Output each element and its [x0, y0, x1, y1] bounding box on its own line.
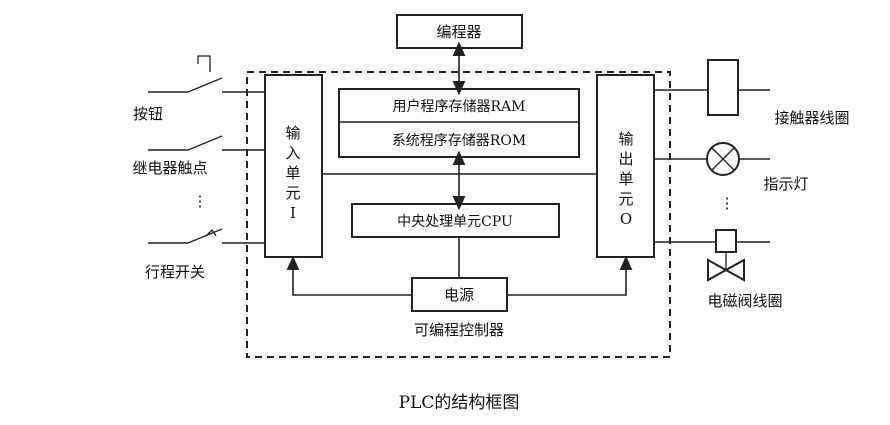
- relay-contact: [187, 135, 223, 151]
- contactor-coil-icon: [707, 59, 739, 116]
- travel-switch-contact: [187, 228, 223, 244]
- user-memory-label: 用户程序存储器RAM: [393, 98, 526, 115]
- input-unit-char-4: 元: [285, 184, 300, 202]
- output-unit-char-1: 输: [618, 130, 633, 148]
- output-ellipsis: ⋮: [720, 194, 735, 212]
- diagram-caption: PLC的结构框图: [399, 393, 520, 413]
- power-label: 电源: [444, 286, 474, 304]
- controller-boundary: [246, 71, 671, 358]
- output-indicator-label: 指示灯: [763, 175, 808, 193]
- output-unit-char-4: 元: [618, 190, 633, 208]
- travel-switch-actuator: [205, 228, 217, 237]
- memory-block: [338, 88, 580, 158]
- output-solenoid-label: 电磁阀线圈: [707, 292, 782, 310]
- input-ellipsis: ⋮: [193, 192, 208, 210]
- power-to-input: [286, 255, 412, 296]
- solenoid-coil-icon: [715, 229, 737, 253]
- output-unit-char-2: 出: [618, 150, 633, 168]
- input-button-label: 按钮: [133, 105, 163, 123]
- output-unit-block: [596, 74, 655, 258]
- input-travel-switch-label: 行程开关: [145, 263, 205, 281]
- input-unit-char-5: I: [290, 204, 296, 222]
- controller-label: 可编程控制器: [414, 321, 504, 339]
- button-contact: [187, 77, 223, 93]
- system-memory-label: 系统程序存储器ROM: [392, 133, 526, 149]
- output-unit-char-3: 单: [618, 170, 633, 188]
- output-contactor-label: 接触器线圈: [774, 109, 849, 127]
- output-unit-char-5: O: [620, 210, 632, 228]
- input-unit-block: [264, 74, 323, 258]
- input-unit-char-2: 入: [285, 144, 300, 162]
- input-relay-label: 继电器触点: [132, 159, 207, 177]
- valve-icon: [707, 258, 745, 282]
- button-actuator: [197, 55, 211, 72]
- input-unit-char-1: 输: [285, 124, 300, 142]
- power-to-output: [507, 255, 633, 296]
- cpu-label: 中央处理单元CPU: [397, 214, 513, 230]
- input-unit-char-3: 单: [285, 164, 300, 182]
- programmer-label: 编程器: [436, 23, 481, 41]
